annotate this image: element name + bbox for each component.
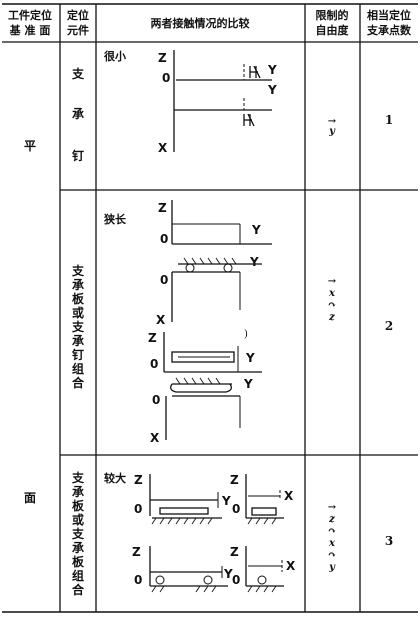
datum-surface-char-2: 面 bbox=[24, 491, 36, 505]
svg-text:Y: Y bbox=[245, 351, 255, 365]
svg-text:x: x bbox=[328, 538, 336, 549]
svg-text:0: 0 bbox=[134, 502, 142, 516]
svg-text:支: 支 bbox=[71, 526, 85, 541]
svg-text:承: 承 bbox=[72, 107, 84, 121]
svg-text:Y: Y bbox=[267, 63, 277, 77]
svg-text:→: → bbox=[328, 276, 337, 287]
header-col2-line2: 元件 bbox=[67, 23, 89, 37]
svg-text:支: 支 bbox=[71, 319, 85, 334]
datum-surface-char-1: 平 bbox=[24, 139, 36, 153]
svg-text:钉: 钉 bbox=[72, 148, 84, 163]
svg-text:x: x bbox=[328, 288, 336, 299]
row2-points: 2 bbox=[385, 319, 393, 333]
row2-dof: → x ↷ z bbox=[328, 276, 337, 323]
svg-text:板: 板 bbox=[72, 291, 85, 306]
row3-plate-diagrams: Z 0 Y Z 0 X Z 0 Y bbox=[132, 473, 296, 593]
svg-text:↷: ↷ bbox=[328, 526, 336, 537]
header-col5-line1: 相当定位 bbox=[367, 8, 411, 22]
svg-text:Y: Y bbox=[267, 83, 277, 97]
svg-text:支: 支 bbox=[71, 470, 85, 485]
table-header: 工件定位 基 准 面 定位 元件 两者接触情况的比较 限制的 自由度 相当定位 … bbox=[8, 8, 412, 37]
svg-text:0: 0 bbox=[232, 573, 240, 587]
svg-text:0: 0 bbox=[162, 71, 170, 85]
header-col4-line2: 自由度 bbox=[316, 23, 350, 37]
svg-text:组: 组 bbox=[72, 361, 84, 376]
svg-text:0: 0 bbox=[232, 502, 240, 516]
row3-points: 3 bbox=[385, 534, 393, 548]
row1-element: 支 承 钉 bbox=[71, 66, 85, 163]
svg-text:Y: Y bbox=[249, 255, 259, 269]
svg-text:z: z bbox=[328, 514, 335, 525]
svg-text:y: y bbox=[328, 126, 336, 137]
svg-text:承: 承 bbox=[72, 541, 84, 555]
svg-text:↷: ↷ bbox=[328, 300, 336, 311]
svg-text:0: 0 bbox=[134, 573, 142, 587]
header-col1-line2: 基 准 面 bbox=[9, 23, 51, 37]
svg-text:Z: Z bbox=[230, 473, 239, 487]
svg-text:X: X bbox=[286, 559, 296, 573]
svg-text:X: X bbox=[158, 141, 168, 155]
row1-contact-label: 很小 bbox=[103, 49, 126, 63]
row3-dof: → z ↷ x ↷ y bbox=[328, 502, 337, 573]
svg-text:组: 组 bbox=[72, 568, 84, 583]
svg-text:承: 承 bbox=[72, 485, 84, 499]
svg-text:Y: Y bbox=[243, 377, 253, 391]
table-grid bbox=[2, 3, 418, 613]
svg-text:钉: 钉 bbox=[72, 347, 84, 362]
svg-text:板: 板 bbox=[72, 554, 85, 569]
svg-text:→: → bbox=[328, 502, 337, 513]
svg-text:0: 0 bbox=[152, 393, 160, 407]
svg-text:Y: Y bbox=[251, 223, 261, 237]
row3-element: 支 承 板 或 支 承 板 组 合 bbox=[71, 470, 85, 597]
header-col3: 两者接触情况的比较 bbox=[151, 16, 250, 30]
svg-text:Z: Z bbox=[132, 545, 141, 559]
svg-text:合: 合 bbox=[72, 582, 85, 597]
svg-text:或: 或 bbox=[72, 305, 84, 320]
svg-text:Z: Z bbox=[134, 473, 143, 487]
row2-plate-diagrams: Z 0 Y Y 0 X Z 0 Y ) bbox=[148, 200, 272, 445]
svg-text:Y: Y bbox=[221, 494, 231, 508]
svg-text:): ) bbox=[244, 329, 248, 340]
svg-text:z: z bbox=[328, 312, 335, 323]
svg-text:承: 承 bbox=[72, 334, 84, 348]
svg-text:↷: ↷ bbox=[328, 550, 336, 561]
svg-text:X: X bbox=[156, 313, 166, 327]
svg-text:合: 合 bbox=[72, 375, 85, 390]
svg-text:Z: Z bbox=[158, 51, 167, 65]
row3-contact-label: 较大 bbox=[104, 471, 126, 485]
header-col5-line2: 支承点数 bbox=[366, 23, 412, 37]
svg-text:0: 0 bbox=[160, 273, 168, 287]
svg-text:X: X bbox=[284, 489, 294, 503]
svg-text:Z: Z bbox=[230, 545, 239, 559]
header-col1-line1: 工件定位 bbox=[8, 8, 52, 22]
row1-points: 1 bbox=[385, 113, 393, 127]
svg-text:X: X bbox=[150, 431, 160, 445]
svg-text:0: 0 bbox=[150, 357, 158, 371]
svg-text:Z: Z bbox=[158, 201, 167, 215]
svg-text:Y: Y bbox=[223, 567, 233, 581]
svg-text:y: y bbox=[328, 562, 336, 573]
svg-text:Z: Z bbox=[148, 331, 157, 345]
row2-element: 支 承 板 或 支 承 钉 组 合 bbox=[71, 263, 85, 390]
row1-support-pin-diagram: Z 0 X Y Y bbox=[158, 50, 277, 155]
header-col2-line1: 定位 bbox=[67, 8, 89, 22]
svg-text:0: 0 bbox=[160, 232, 168, 246]
svg-text:→: → bbox=[328, 116, 337, 127]
svg-text:承: 承 bbox=[72, 278, 84, 292]
svg-text:支: 支 bbox=[71, 263, 85, 278]
svg-text:板: 板 bbox=[72, 498, 85, 513]
header-col4-line1: 限制的 bbox=[316, 8, 349, 22]
row2-contact-label: 狭长 bbox=[103, 212, 127, 226]
svg-text:支: 支 bbox=[71, 66, 85, 81]
svg-text:或: 或 bbox=[72, 512, 84, 527]
row1-dof: → y bbox=[328, 116, 337, 137]
